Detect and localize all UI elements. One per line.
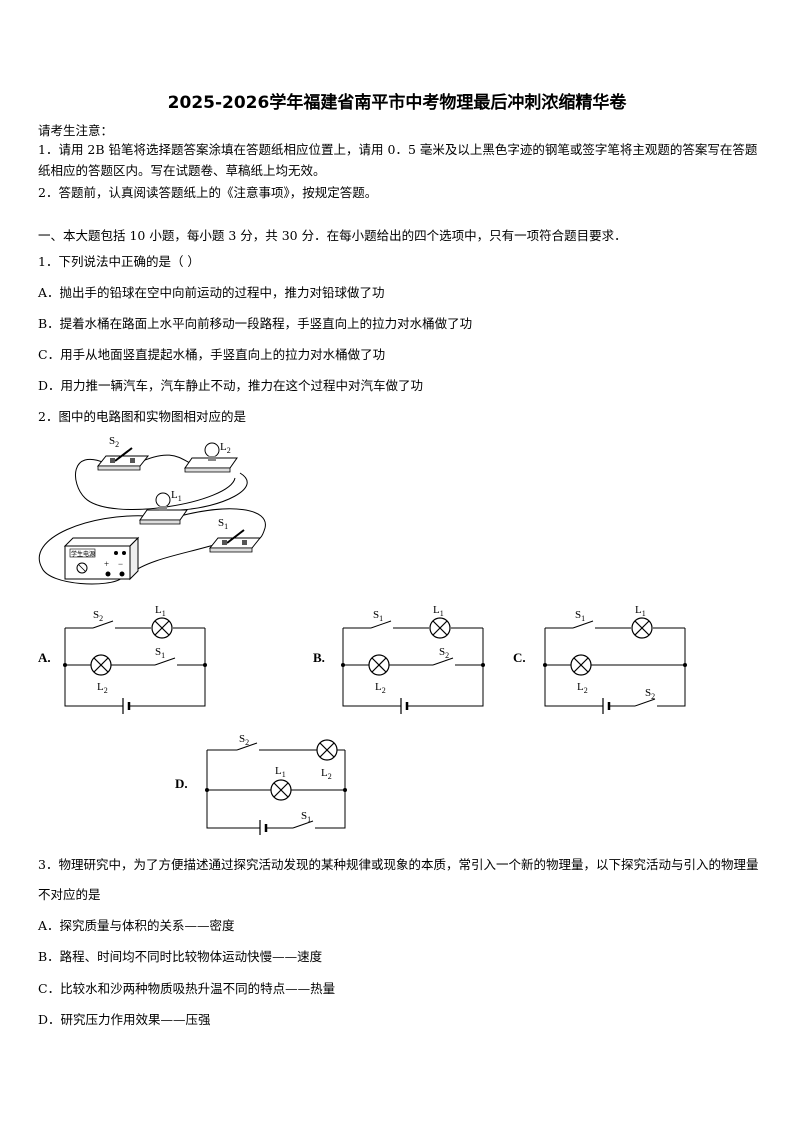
svg-text:S1: S1 <box>575 609 585 623</box>
minus-terminal-label: − <box>118 559 123 569</box>
q1-option-d: D．用力推一辆汽车，汽车静止不动，推力在这个过程中对汽车做了功 <box>38 378 424 393</box>
notice-item-1: 1．请用 2B 铅笔将选择题答案涂填在答题纸相应位置上，请用 0．5 毫米及以上… <box>38 142 758 178</box>
q1-stem: 1．下列说法中正确的是（ ） <box>38 254 200 269</box>
circuit-option-a: S2 L1 S1 L2 <box>63 604 207 714</box>
q2-option-d-label: D. <box>175 776 188 791</box>
q3-stem: 3．物理研究中，为了方便描述通过探究活动发现的某种规律或现象的本质，常引入一个新… <box>38 857 759 902</box>
power-supply-label: 学生电源 <box>71 550 95 558</box>
svg-text:S2: S2 <box>439 646 449 660</box>
svg-text:L1: L1 <box>155 604 166 618</box>
circuit-option-d: S2 L2 L1 S1 <box>205 733 347 835</box>
q2-option-b-label: B. <box>313 650 325 665</box>
section-heading: 一、本大题包括 10 小题，每小题 3 分，共 30 分．在每小题给出的四个选项… <box>38 228 627 243</box>
plus-terminal-label: + <box>104 559 109 569</box>
svg-text:L2: L2 <box>375 681 386 695</box>
q2-stem: 2．图中的电路图和实物图相对应的是 <box>38 409 246 424</box>
svg-text:L1: L1 <box>433 604 444 618</box>
page-title: 2025-2026学年福建省南平市中考物理最后冲刺浓缩精华卷 <box>167 93 627 113</box>
s2-label-physical: S2 <box>109 435 119 449</box>
svg-text:L1: L1 <box>635 604 646 618</box>
q2-option-a-label: A. <box>38 650 51 665</box>
svg-text:S1: S1 <box>301 810 311 824</box>
q3-option-c: C．比较水和沙两种物质吸热升温不同的特点——热量 <box>38 981 336 996</box>
svg-text:S1: S1 <box>373 609 383 623</box>
q1-option-c: C．用手从地面竖直提起水桶，手竖直向上的拉力对水桶做了功 <box>38 347 386 362</box>
svg-text:L2: L2 <box>321 767 332 781</box>
s1-label-physical: S1 <box>218 517 228 531</box>
notice-item-2: 2．答题前，认真阅读答题纸上的《注意事项》，按规定答题。 <box>38 185 378 200</box>
svg-text:S1: S1 <box>155 646 165 660</box>
svg-text:L1: L1 <box>275 765 286 779</box>
l1-label-physical: L1 <box>171 489 182 503</box>
notice-heading: 请考生注意： <box>38 123 114 138</box>
physical-circuit-figure: S2 L2 L1 S1 学生电源 + − <box>38 435 266 585</box>
svg-text:S2: S2 <box>239 733 249 747</box>
circuit-option-c: S1 L1 S2 L2 <box>543 604 687 714</box>
svg-text:L2: L2 <box>577 681 588 695</box>
q2-option-c-label: C. <box>513 650 526 665</box>
circuit-option-b: S1 L1 S2 L2 <box>341 604 485 714</box>
q3-option-a: A．探究质量与体积的关系——密度 <box>38 918 235 933</box>
l2-label-physical: L2 <box>220 441 231 455</box>
svg-text:S2: S2 <box>645 687 655 701</box>
q3-option-d: D．研究压力作用效果——压强 <box>38 1012 211 1027</box>
svg-text:S2: S2 <box>93 609 103 623</box>
q3-option-b: B．路程、时间均不同时比较物体运动快慢——速度 <box>38 949 323 964</box>
svg-text:L2: L2 <box>97 681 108 695</box>
q1-option-a: A．抛出手的铅球在空中向前运动的过程中，推力对铅球做了功 <box>38 285 385 300</box>
q1-option-b: B．提着水桶在路面上水平向前移动一段路程，手竖直向上的拉力对水桶做了功 <box>38 316 473 331</box>
